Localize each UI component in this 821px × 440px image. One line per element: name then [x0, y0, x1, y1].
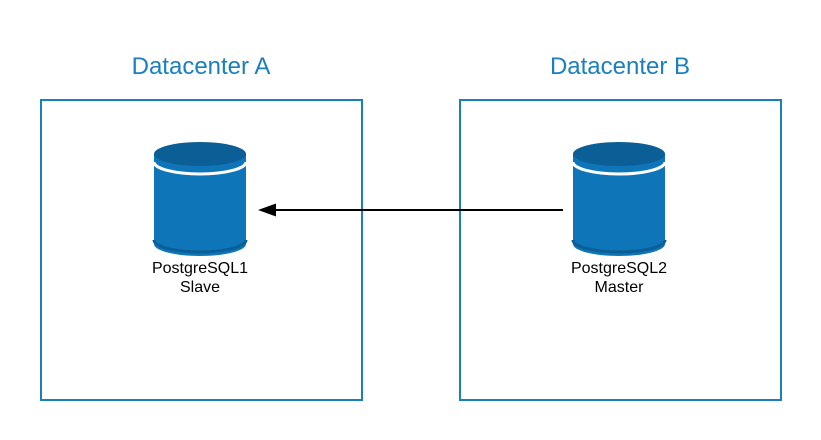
database-cylinder-icon [571, 142, 667, 256]
postgresql2-role: Master [594, 279, 644, 296]
datacenter-a-title: Datacenter A [131, 53, 271, 80]
database-cylinder-icon [152, 142, 248, 256]
postgresql1-name: PostgreSQL1 [151, 260, 249, 277]
datacenter-b-title: Datacenter B [549, 53, 691, 80]
postgresql1-label: PostgreSQL1 Slave [130, 259, 270, 297]
postgresql2-name: PostgreSQL2 [570, 260, 668, 277]
postgresql2-label: PostgreSQL2 Master [549, 259, 689, 297]
datacenter-a-box [40, 99, 363, 401]
postgresql1-role: Slave [179, 279, 221, 296]
datacenter-b-box [459, 99, 782, 401]
